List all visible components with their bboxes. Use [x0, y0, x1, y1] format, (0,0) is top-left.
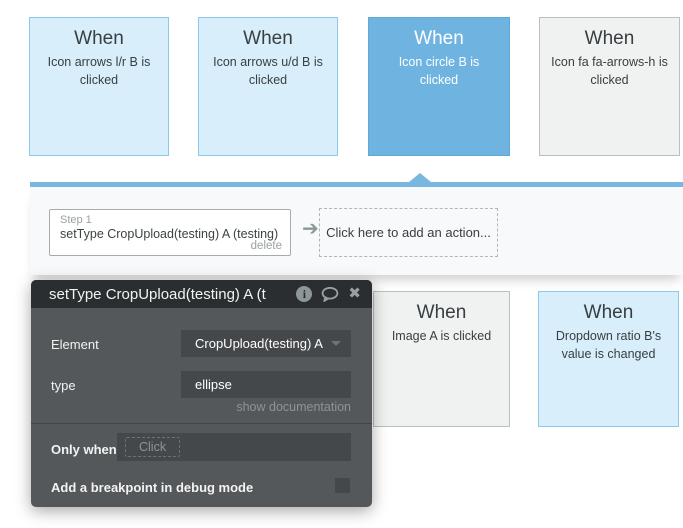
event-subtitle: Dropdown ratio B's value is changed: [555, 329, 662, 361]
type-label: type: [51, 378, 76, 393]
event-card-dropdown-ratio[interactable]: When Dropdown ratio B's value is changed: [538, 291, 679, 427]
workflow-actions-panel: Step 1 setType CropUpload(testing) A (te…: [30, 187, 683, 275]
event-title: When: [243, 28, 293, 49]
event-title: When: [74, 28, 124, 49]
event-subtitle: Image A is clicked: [391, 329, 492, 343]
event-title: When: [584, 28, 635, 49]
event-title: When: [583, 302, 634, 323]
workflow-step-card[interactable]: Step 1 setType CropUpload(testing) A (te…: [49, 209, 291, 256]
event-title: When: [414, 28, 464, 49]
add-action-button[interactable]: Click here to add an action...: [319, 208, 498, 257]
event-card-icon-fa-arrows-h[interactable]: When Icon fa fa-arrows-h is clicked: [539, 17, 680, 156]
event-card-icon-circle-selected[interactable]: When Icon circle B is clicked: [368, 17, 510, 156]
only-when-input[interactable]: Click: [117, 433, 351, 461]
popup-header: setType CropUpload(testing) A (t i ✖: [31, 280, 372, 308]
event-subtitle: Icon arrows l/r B is clicked: [47, 55, 151, 87]
element-label: Element: [51, 337, 99, 352]
step-number-label: Step 1: [60, 214, 92, 226]
close-icon[interactable]: ✖: [348, 285, 361, 302]
event-subtitle: Icon arrows u/d B is clicked: [213, 55, 323, 87]
event-card-icon-arrows-lr[interactable]: When Icon arrows l/r B is clicked: [29, 17, 169, 156]
event-title: When: [416, 302, 467, 323]
only-when-placeholder-chip[interactable]: Click: [125, 437, 181, 457]
event-card-image-a[interactable]: When Image A is clicked: [373, 291, 510, 427]
show-documentation-link[interactable]: show documentation: [236, 400, 351, 414]
step-action-text: setType CropUpload(testing) A (testing): [60, 227, 279, 241]
only-when-label: Only when: [51, 442, 117, 457]
comment-icon[interactable]: [321, 286, 339, 302]
event-subtitle: Icon fa fa-arrows-h is clicked: [551, 55, 668, 87]
type-input[interactable]: ellipse: [181, 371, 351, 398]
popup-title: setType CropUpload(testing) A (t: [49, 285, 266, 303]
type-input-value: ellipse: [195, 377, 232, 392]
action-properties-popup: setType CropUpload(testing) A (t i ✖ Ele…: [31, 280, 372, 507]
event-subtitle: Icon circle B is clicked: [398, 55, 480, 87]
step-delete-link[interactable]: delete: [250, 240, 282, 252]
breakpoint-label: Add a breakpoint in debug mode: [51, 480, 254, 495]
selected-event-caret: [409, 173, 431, 182]
breakpoint-checkbox[interactable]: [335, 478, 350, 493]
step-arrow-icon: ➔: [302, 218, 319, 240]
info-icon[interactable]: i: [296, 286, 313, 302]
event-card-icon-arrows-ud[interactable]: When Icon arrows u/d B is clicked: [198, 17, 338, 156]
workflow-accent-bar: [30, 182, 683, 187]
chevron-down-icon: [331, 341, 341, 346]
popup-section-divider: [31, 423, 372, 424]
element-dropdown-value: CropUpload(testing) A: [195, 336, 323, 351]
element-dropdown[interactable]: CropUpload(testing) A: [181, 330, 351, 357]
